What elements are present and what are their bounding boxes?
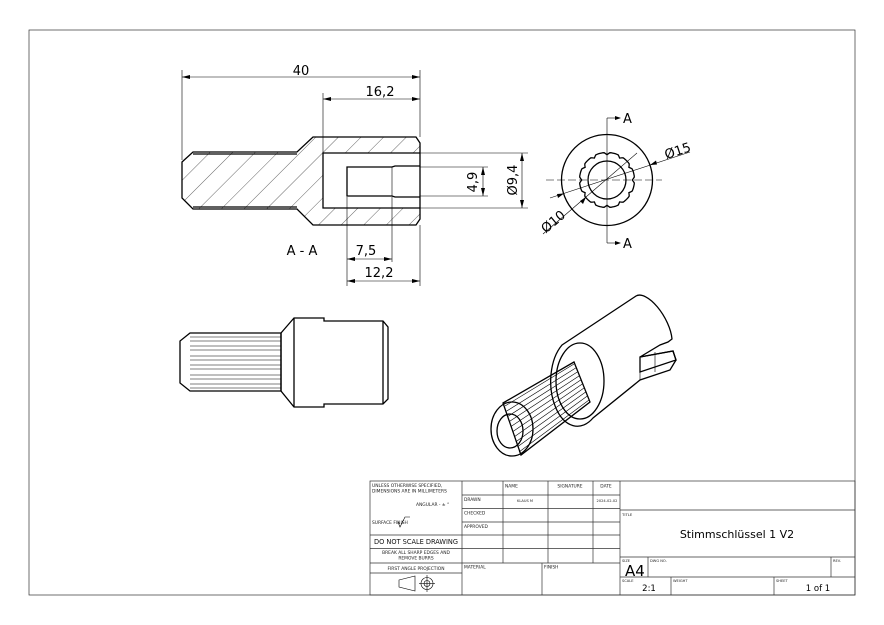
spline-groove-line (517, 395, 588, 448)
spline-groove-line (511, 379, 581, 427)
spline-shaft-iso (502, 361, 591, 457)
title-block: UNLESS OTHERWISE SPECIFIED, DIMENSIONS A… (369, 480, 856, 596)
section-label: A - A (287, 244, 318, 259)
do-not-scale-note: DO NOT SCALE DRAWING (374, 538, 458, 546)
dim-text: 4,9 (466, 172, 481, 193)
sheet-label: SHEET (776, 579, 789, 583)
tolerance-note: UNLESS OTHERWISE SPECIFIED, (372, 483, 442, 489)
surface-finish-icon (397, 516, 410, 528)
size-label: SIZE (622, 559, 631, 563)
slot-outline (346, 165, 420, 198)
scale-label: SCALE (622, 579, 634, 583)
finish-label: FINISH (544, 565, 559, 571)
rev-label: REV. (833, 559, 841, 563)
dim-text: 12,2 (365, 266, 394, 281)
spline-grooves-iso (504, 363, 590, 453)
section-hatch (182, 137, 420, 225)
isometric-view (490, 294, 677, 457)
spline-groove-line (507, 371, 578, 417)
end-view: A A Ø15 Ø10 (539, 112, 693, 252)
dim-slot-width: 4,9 (420, 166, 488, 197)
dim-outer-diameter: Ø15 (549, 140, 693, 199)
weight-label: WEIGHT (673, 579, 688, 583)
spline-grooves (190, 336, 281, 389)
spline-groove-line (509, 375, 580, 422)
head-body (280, 317, 389, 408)
side-view (179, 317, 389, 408)
dim-bore-depth: 12,2 (347, 225, 421, 286)
dim-bore-diameter: Ø9,4 (420, 152, 528, 209)
dim-slot-depth: 7,5 (346, 197, 393, 286)
spline-groove-line (506, 367, 576, 412)
bore-outline (322, 152, 420, 209)
spline-groove-line (515, 391, 586, 443)
angular-tolerance: ANGULAR - ± ° (416, 502, 449, 508)
spline-end-circle (496, 413, 524, 449)
row-date[interactable]: 2024-02-02 (597, 499, 618, 503)
section-view: 40 16,2 4,9 Ø9,4 7,5 (181, 64, 528, 286)
dim-text: Ø10 (539, 208, 569, 237)
dim-text: 7,5 (356, 244, 377, 259)
slot-edge (639, 352, 656, 380)
spline-front-face (490, 401, 534, 457)
arrow-icon (615, 241, 621, 245)
dim-overall-length: 40 (181, 64, 421, 160)
spline-shaft (179, 332, 282, 392)
spline-groove-line (504, 363, 575, 407)
sheet-number: 1 of 1 (806, 584, 830, 594)
header-name: NAME (505, 484, 518, 490)
dim-text: 16,2 (366, 85, 395, 100)
sheet-size: A4 (625, 562, 645, 580)
row-name[interactable]: KLAUS M (517, 499, 533, 503)
break-edges-note: REMOVE BURRS (398, 556, 433, 562)
section-outline (181, 136, 421, 226)
row-role: DRAWN (464, 497, 481, 503)
dim-text: Ø9,4 (506, 165, 521, 196)
row-role: APPROVED (464, 524, 489, 530)
row-role: CHECKED (464, 511, 486, 517)
cut-label-top: A (623, 112, 632, 127)
projection-label: FIRST ANGLE PROJECTION (387, 566, 444, 572)
header-date: DATE (600, 484, 612, 490)
dim-spline-diameter: Ø10 (539, 152, 638, 237)
header-signature: SIGNATURE (557, 484, 582, 490)
tolerance-note: DIMENSIONS ARE IN MILLIMETERS (372, 489, 447, 495)
arrow-icon (615, 116, 621, 120)
scale-value: 2:1 (642, 584, 656, 594)
head-cylinder (550, 294, 677, 427)
spline-groove-line (514, 387, 585, 437)
head-front-face (555, 342, 605, 420)
material-label: MATERIAL (464, 565, 486, 571)
break-edges-note: BREAK ALL SHARP EDGES AND (382, 550, 450, 556)
dim-head-length: 16,2 (322, 85, 420, 153)
first-angle-projection-icon (398, 575, 435, 592)
dim-text: Ø15 (663, 140, 693, 163)
spline-groove-line (518, 399, 590, 453)
dim-text: 40 (293, 64, 310, 79)
dwg-no-label: DWG NO. (650, 559, 667, 563)
surface-finish-label: SURFACE FINISH (372, 520, 408, 526)
title-label: TITLE (621, 512, 633, 517)
spline-groove-line (512, 383, 583, 432)
cut-label-bottom: A (623, 237, 632, 252)
drawing-title: Stimmschlüssel 1 V2 (680, 528, 794, 541)
